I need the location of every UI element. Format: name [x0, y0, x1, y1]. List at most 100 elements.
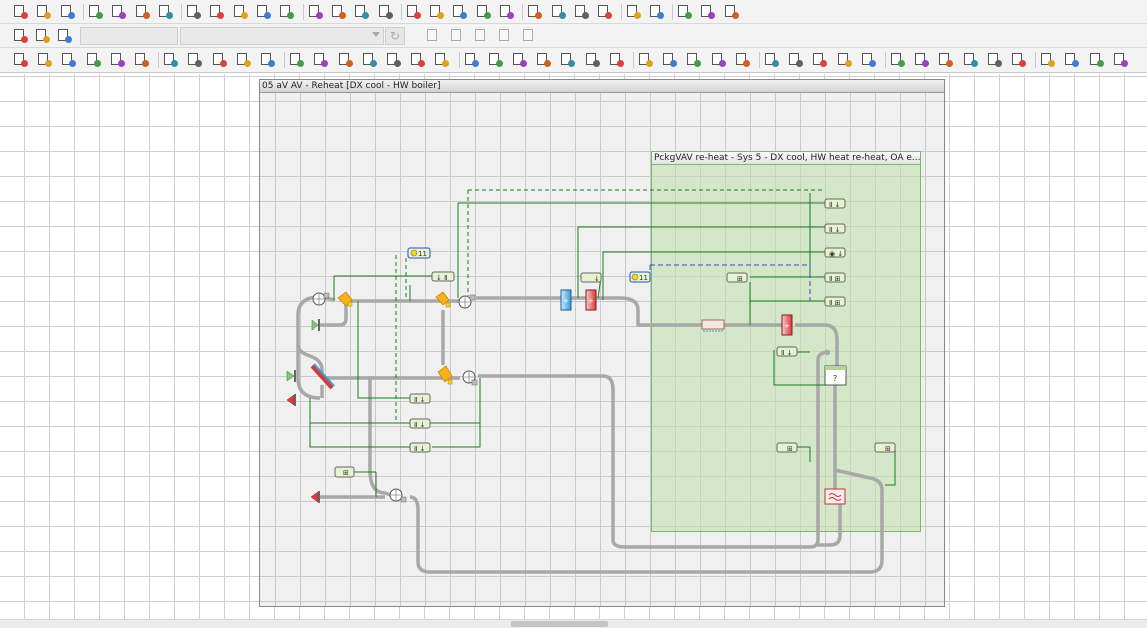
exhaust-outlet-icon[interactable]	[310, 491, 320, 503]
scrollbar-thumb[interactable]	[511, 621, 608, 627]
sensor-edit-button[interactable]	[487, 51, 504, 68]
system-button[interactable]	[451, 3, 468, 20]
table-button[interactable]	[661, 51, 678, 68]
heat-recovery-icon[interactable]	[310, 363, 335, 390]
mixing-damper-icon[interactable]	[337, 291, 353, 307]
reheat-coil-icon[interactable]: +	[781, 314, 793, 336]
controller-node[interactable]: Ⅱ ↓	[409, 418, 431, 429]
tee-button[interactable]	[186, 51, 203, 68]
exhaust-outlet-icon[interactable]	[286, 394, 296, 406]
sensor-node[interactable]: 11	[629, 271, 651, 283]
system-selector-combo[interactable]	[180, 27, 384, 45]
branch-button[interactable]	[625, 3, 642, 20]
zone-group-button[interactable]	[232, 3, 249, 20]
sensor-node[interactable]: 11	[407, 247, 431, 259]
heating-coil-icon[interactable]: +	[585, 289, 597, 311]
return-fan-icon[interactable]	[312, 292, 330, 306]
meter-check-button[interactable]	[836, 51, 853, 68]
cooling-coil-icon[interactable]: +	[560, 289, 572, 311]
check-button[interactable]	[913, 51, 930, 68]
elbow-nw-button[interactable]	[337, 51, 354, 68]
controller-node[interactable]: ⊞	[874, 442, 896, 453]
copy-button[interactable]	[473, 27, 490, 44]
controller-node[interactable]: Ⅱ ↓	[824, 198, 846, 209]
select-button[interactable]	[1039, 51, 1056, 68]
cross-button[interactable]	[433, 51, 450, 68]
building-gear-button[interactable]	[157, 3, 174, 20]
weather-gear-button[interactable]	[428, 3, 445, 20]
node-button[interactable]	[550, 3, 567, 20]
relief-fan-icon[interactable]	[389, 488, 407, 503]
controller-node[interactable]: ⊞	[776, 442, 798, 453]
zoom-button[interactable]	[1112, 51, 1129, 68]
link-button[interactable]	[596, 3, 613, 20]
valve-button[interactable]	[676, 3, 693, 20]
connect-button[interactable]	[734, 51, 751, 68]
building-button[interactable]	[134, 3, 151, 20]
export-button[interactable]	[699, 3, 716, 20]
sensor-button[interactable]	[526, 3, 543, 20]
controller-node[interactable]: Ⅱ ↓	[409, 442, 431, 453]
sensor-remove-button[interactable]	[511, 51, 528, 68]
draw-line-button[interactable]	[162, 51, 179, 68]
sensor-link-button[interactable]	[535, 51, 552, 68]
meter-button[interactable]	[763, 51, 780, 68]
tee-alt-button[interactable]	[211, 51, 228, 68]
sensor-alt-button[interactable]	[559, 51, 576, 68]
chart-button[interactable]	[353, 3, 370, 20]
trash-button[interactable]	[1010, 51, 1027, 68]
outdoor-air-inlet-icon[interactable]	[286, 370, 296, 382]
new-file-button[interactable]	[12, 3, 29, 20]
waveform-button[interactable]	[986, 51, 1003, 68]
controller-node[interactable]: Ⅱ ↓	[824, 223, 846, 234]
mixing-damper-icon[interactable]	[435, 291, 451, 308]
speaker-button[interactable]	[425, 27, 442, 44]
chain-button[interactable]	[860, 51, 877, 68]
plant-button[interactable]	[255, 3, 272, 20]
sensor-move-button[interactable]	[608, 51, 625, 68]
delete-button[interactable]	[497, 27, 514, 44]
zone-button[interactable]	[208, 3, 225, 20]
route-button[interactable]	[962, 51, 979, 68]
remove-button[interactable]	[34, 27, 51, 44]
tee-down-button[interactable]	[235, 51, 252, 68]
open-folder-button[interactable]	[35, 3, 52, 20]
cube-button[interactable]	[110, 3, 127, 20]
mixing-damper-icon[interactable]	[437, 365, 453, 385]
horizontal-scrollbar[interactable]	[0, 619, 1147, 628]
pointer-button[interactable]	[637, 51, 654, 68]
elbow-ne-button[interactable]	[361, 51, 378, 68]
wrench-button[interactable]	[449, 27, 466, 44]
apply-button[interactable]	[12, 27, 29, 44]
meter-gear-button[interactable]	[787, 51, 804, 68]
profile-button[interactable]	[573, 3, 590, 20]
refresh-button[interactable]: ↻	[385, 27, 405, 45]
flag-button[interactable]	[377, 3, 394, 20]
fan-button[interactable]	[307, 3, 324, 20]
line-horizontal-button[interactable]	[288, 51, 305, 68]
pipe-button[interactable]	[648, 3, 665, 20]
controller-node[interactable]: Ⅱ ↓	[776, 346, 798, 357]
supply-fan-icon[interactable]	[458, 294, 476, 309]
library-button[interactable]	[87, 3, 104, 20]
outdoor-air-inlet-icon[interactable]	[311, 319, 320, 331]
select-alt-button[interactable]	[1063, 51, 1080, 68]
box-alt-button[interactable]	[36, 51, 53, 68]
component-selector-combo[interactable]	[80, 27, 178, 45]
chain-alt-button[interactable]	[889, 51, 906, 68]
controller-node[interactable]: ◉ ↓	[824, 247, 846, 258]
meter-link-button[interactable]	[811, 51, 828, 68]
sensor-add-button[interactable]	[463, 51, 480, 68]
controller-node[interactable]: Ⅱ ⊞	[824, 272, 846, 283]
controller-node[interactable]: ↓ Ⅱ	[431, 271, 455, 282]
arrow-split-button[interactable]	[133, 51, 150, 68]
wave-button[interactable]	[85, 51, 102, 68]
tee-up-button[interactable]	[259, 51, 276, 68]
controller-button[interactable]	[498, 3, 515, 20]
spreadsheet-button[interactable]	[685, 51, 702, 68]
globe-button[interactable]	[59, 3, 76, 20]
list-button[interactable]	[521, 27, 538, 44]
controller-node[interactable]: ↓	[580, 272, 602, 283]
exhaust-fan-icon[interactable]	[462, 370, 478, 386]
controller-node[interactable]: ⊞	[334, 466, 355, 478]
